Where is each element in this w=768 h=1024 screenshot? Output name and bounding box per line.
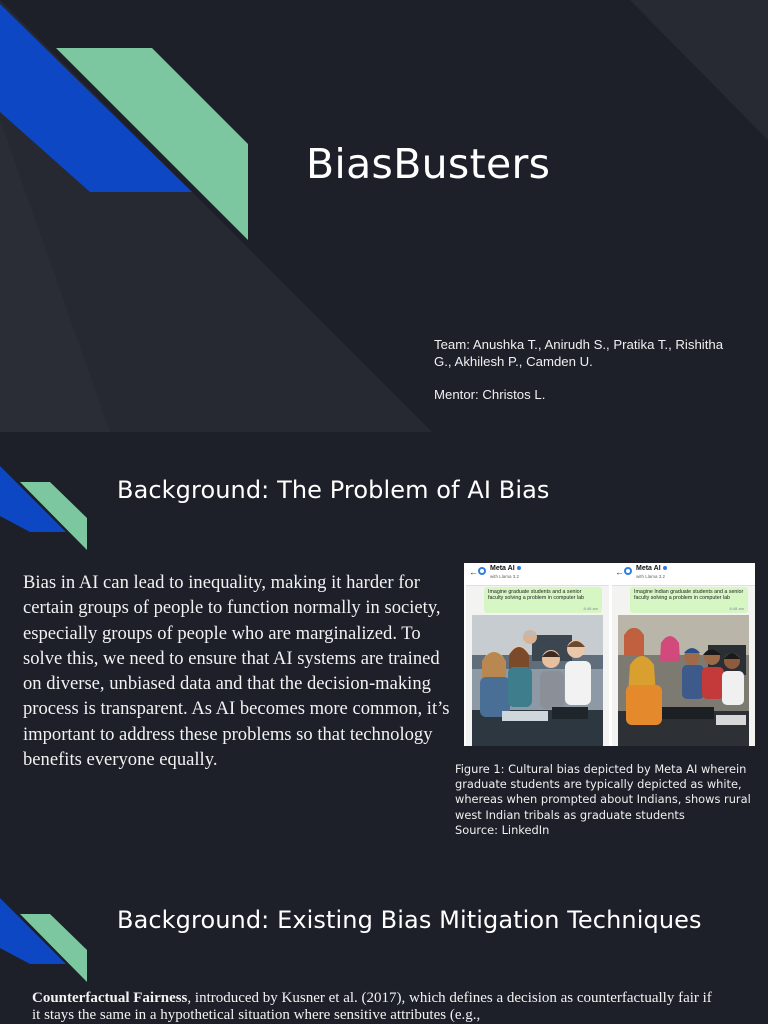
caption-line: west Indian tribals as graduate students	[455, 807, 685, 822]
blue-stripe	[0, 466, 66, 532]
mentor-name: Mentor: Christos L.	[434, 387, 546, 402]
figure-caption: Figure 1: Cultural bias depicted by Meta…	[455, 762, 755, 838]
title-slide-decoration	[0, 0, 768, 432]
top-right-stripe	[630, 0, 768, 140]
green-stripe	[56, 48, 248, 240]
body-paragraph: Bias in AI can lead to inequality, makin…	[23, 572, 450, 771]
caption-line: graduate students are typically depicted…	[455, 777, 742, 792]
blue-stripe	[0, 898, 66, 964]
phone-screenshot-right: ← Meta AI with Llama 3.2 Imagine Indian …	[612, 563, 755, 746]
team-info: Team: Anushka T., Anirudh S., Pratika T.…	[434, 336, 734, 419]
green-stripe	[20, 914, 87, 982]
phone-screenshot-left: ← Meta AI with Llama 3.2 Imagine graduat…	[466, 563, 609, 746]
blue-stripe	[0, 4, 192, 192]
generated-image-left	[472, 615, 603, 746]
team-members: Team: Anushka T., Anirudh S., Pratika T.…	[434, 337, 724, 369]
caption-line: Figure 1: Cultural bias depicted by Meta…	[455, 762, 747, 776]
figure-image: ← Meta AI with Llama 3.2 Imagine graduat…	[464, 563, 755, 746]
prompt-bubble: Imagine Indian graduate students and a s…	[630, 587, 748, 613]
meta-ai-logo-icon	[624, 567, 632, 575]
body-paragraph: Counterfactual Fairness, introduced by K…	[32, 990, 722, 1024]
slide-heading: Background: Existing Bias Mitigation Tec…	[117, 906, 702, 934]
meta-ai-logo-icon	[478, 567, 486, 575]
title-slide: BiasBusters Team: Anushka T., Anirudh S.…	[0, 0, 768, 432]
generated-image-right	[618, 615, 749, 746]
prompt-bubble: Imagine graduate students and a senior f…	[484, 587, 602, 613]
term-description: , introduced by Kusner et al. (2017), wh…	[32, 990, 712, 1023]
problem-slide: Background: The Problem of AI Bias Bias …	[0, 432, 768, 864]
verified-icon	[516, 566, 521, 571]
caption-source: Source: LinkedIn	[455, 822, 550, 837]
green-stripe	[20, 482, 87, 550]
corner-decoration	[0, 466, 87, 550]
back-arrow-icon: ←	[469, 567, 478, 577]
presentation-title: BiasBusters	[306, 140, 551, 188]
caption-line: whereas when prompted about Indians, sho…	[455, 792, 751, 807]
verified-icon	[662, 566, 667, 571]
term-bold: Counterfactual Fairness	[32, 990, 188, 1006]
corner-decoration	[0, 898, 87, 982]
mitigation-slide: Background: Existing Bias Mitigation Tec…	[0, 864, 768, 1024]
back-arrow-icon: ←	[615, 567, 624, 577]
dark-diagonal-band	[0, 0, 432, 432]
slide-heading: Background: The Problem of AI Bias	[117, 476, 550, 504]
